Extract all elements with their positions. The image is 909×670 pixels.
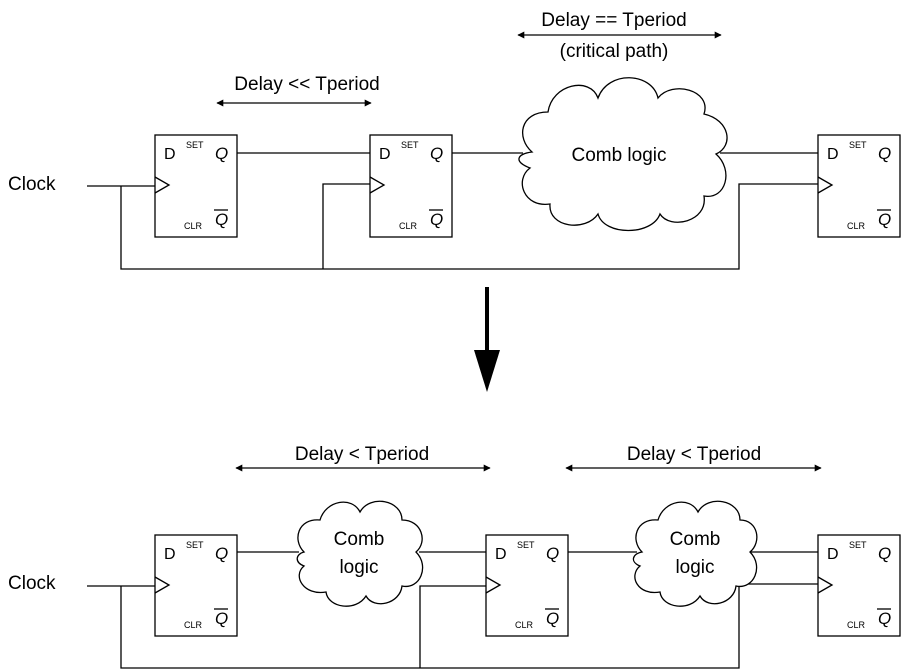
flipflop-qbar-pin: Q: [215, 609, 228, 628]
bottom-clock-label: Clock: [8, 573, 56, 594]
bottom-clock-wire: [87, 583, 820, 669]
flipflop-d-pin: D: [827, 546, 839, 563]
bottom-delay2-label: Delay < Tperiod: [627, 444, 761, 465]
flipflop-clr-pin: CLR: [847, 221, 866, 231]
flipflop-set-pin: SET: [517, 540, 535, 550]
flipflop-set-pin: SET: [849, 540, 867, 550]
flipflop-q-pin: Q: [430, 144, 443, 163]
bottom-comb-logic-cloud-2: Comb logic: [632, 500, 758, 607]
top-delay-short-arrow: Delay << Tperiod: [216, 74, 380, 107]
flipflop-clock-triangle: [154, 576, 171, 594]
flipflop-q-pin: Q: [546, 544, 559, 563]
bottom-comb-logic-cloud-1: Comb logic: [296, 500, 424, 607]
bottom-comb2-line1: Comb: [670, 529, 721, 550]
flipflop-clock-triangle: [154, 176, 171, 194]
flipflop-set-pin: SET: [849, 140, 867, 150]
top-delay-critical-label: Delay == Tperiod: [541, 10, 686, 31]
top-delay-short-label: Delay << Tperiod: [234, 74, 379, 95]
flipflop-q-pin: Q: [878, 544, 891, 563]
top-critical-path-note: (critical path): [560, 41, 669, 62]
flipflop-clr-pin: CLR: [847, 620, 866, 630]
flipflop-set-pin: SET: [186, 540, 204, 550]
bottom-flipflop-1: D SET Q Q CLR: [154, 534, 238, 637]
bottom-delay2-arrow: Delay < Tperiod: [565, 444, 822, 472]
bottom-delay1-label: Delay < Tperiod: [295, 444, 429, 465]
flipflop-set-pin: SET: [186, 140, 204, 150]
bottom-flipflop-2: D SET Q Q CLR: [485, 534, 569, 637]
flipflop-d-pin: D: [827, 146, 839, 163]
flipflop-q-pin: Q: [215, 144, 228, 163]
flipflop-qbar-pin: Q: [878, 210, 891, 229]
flipflop-qbar-pin: Q: [546, 609, 559, 628]
flipflop-qbar-pin: Q: [215, 210, 228, 229]
bottom-comb1-line1: Comb: [334, 529, 385, 550]
flipflop-q-pin: Q: [878, 144, 891, 163]
bottom-comb1-line2: logic: [339, 557, 378, 578]
flipflop-clr-pin: CLR: [184, 620, 203, 630]
top-flipflop-2: D SET Q Q CLR: [369, 134, 453, 238]
flipflop-clock-triangle: [369, 176, 386, 194]
flipflop-clr-pin: CLR: [399, 221, 418, 231]
transform-arrow: [474, 287, 500, 392]
top-clock-label: Clock: [8, 174, 56, 195]
flipflop-body: [154, 134, 238, 238]
flipflop-qbar-pin: Q: [878, 609, 891, 628]
top-flipflop-3: D SET Q Q CLR: [817, 134, 901, 238]
flipflop-q-pin: Q: [215, 544, 228, 563]
top-delay-critical-arrow: Delay == Tperiod (critical path): [517, 10, 722, 62]
top-circuit: Clock D SET Q Q CLR D SET Q Q CLR D SET Q Q CLR Comb…: [8, 10, 901, 270]
flipflop-body: [369, 134, 453, 238]
bottom-delay1-arrow: Delay < Tperiod: [235, 444, 491, 472]
flipflop-d-pin: D: [495, 546, 507, 563]
flipflop-d-pin: D: [164, 146, 176, 163]
flipflop-body: [817, 134, 901, 238]
flipflop-clr-pin: CLR: [184, 221, 203, 231]
flipflop-clock-triangle: [817, 176, 834, 194]
flipflop-qbar-pin: Q: [430, 210, 443, 229]
flipflop-d-pin: D: [379, 146, 391, 163]
top-clock-wire: [87, 183, 820, 270]
bottom-flipflop-3: D SET Q Q CLR: [817, 534, 901, 637]
top-flipflop-1: D SET Q Q CLR: [154, 134, 238, 238]
flipflop-clr-pin: CLR: [515, 620, 534, 630]
flipflop-d-pin: D: [164, 546, 176, 563]
bottom-circuit: Clock D SET Q Q CLR D SET Q Q CLR D SET Q Q CLR Comb…: [8, 444, 901, 669]
flipflop-clock-triangle: [817, 576, 834, 594]
top-comb-logic-cloud: Comb logic: [518, 77, 728, 232]
flipflop-set-pin: SET: [401, 140, 419, 150]
bottom-comb2-line2: logic: [675, 557, 714, 578]
flipflop-clock-triangle: [485, 576, 502, 594]
top-comb-label: Comb logic: [571, 145, 666, 166]
